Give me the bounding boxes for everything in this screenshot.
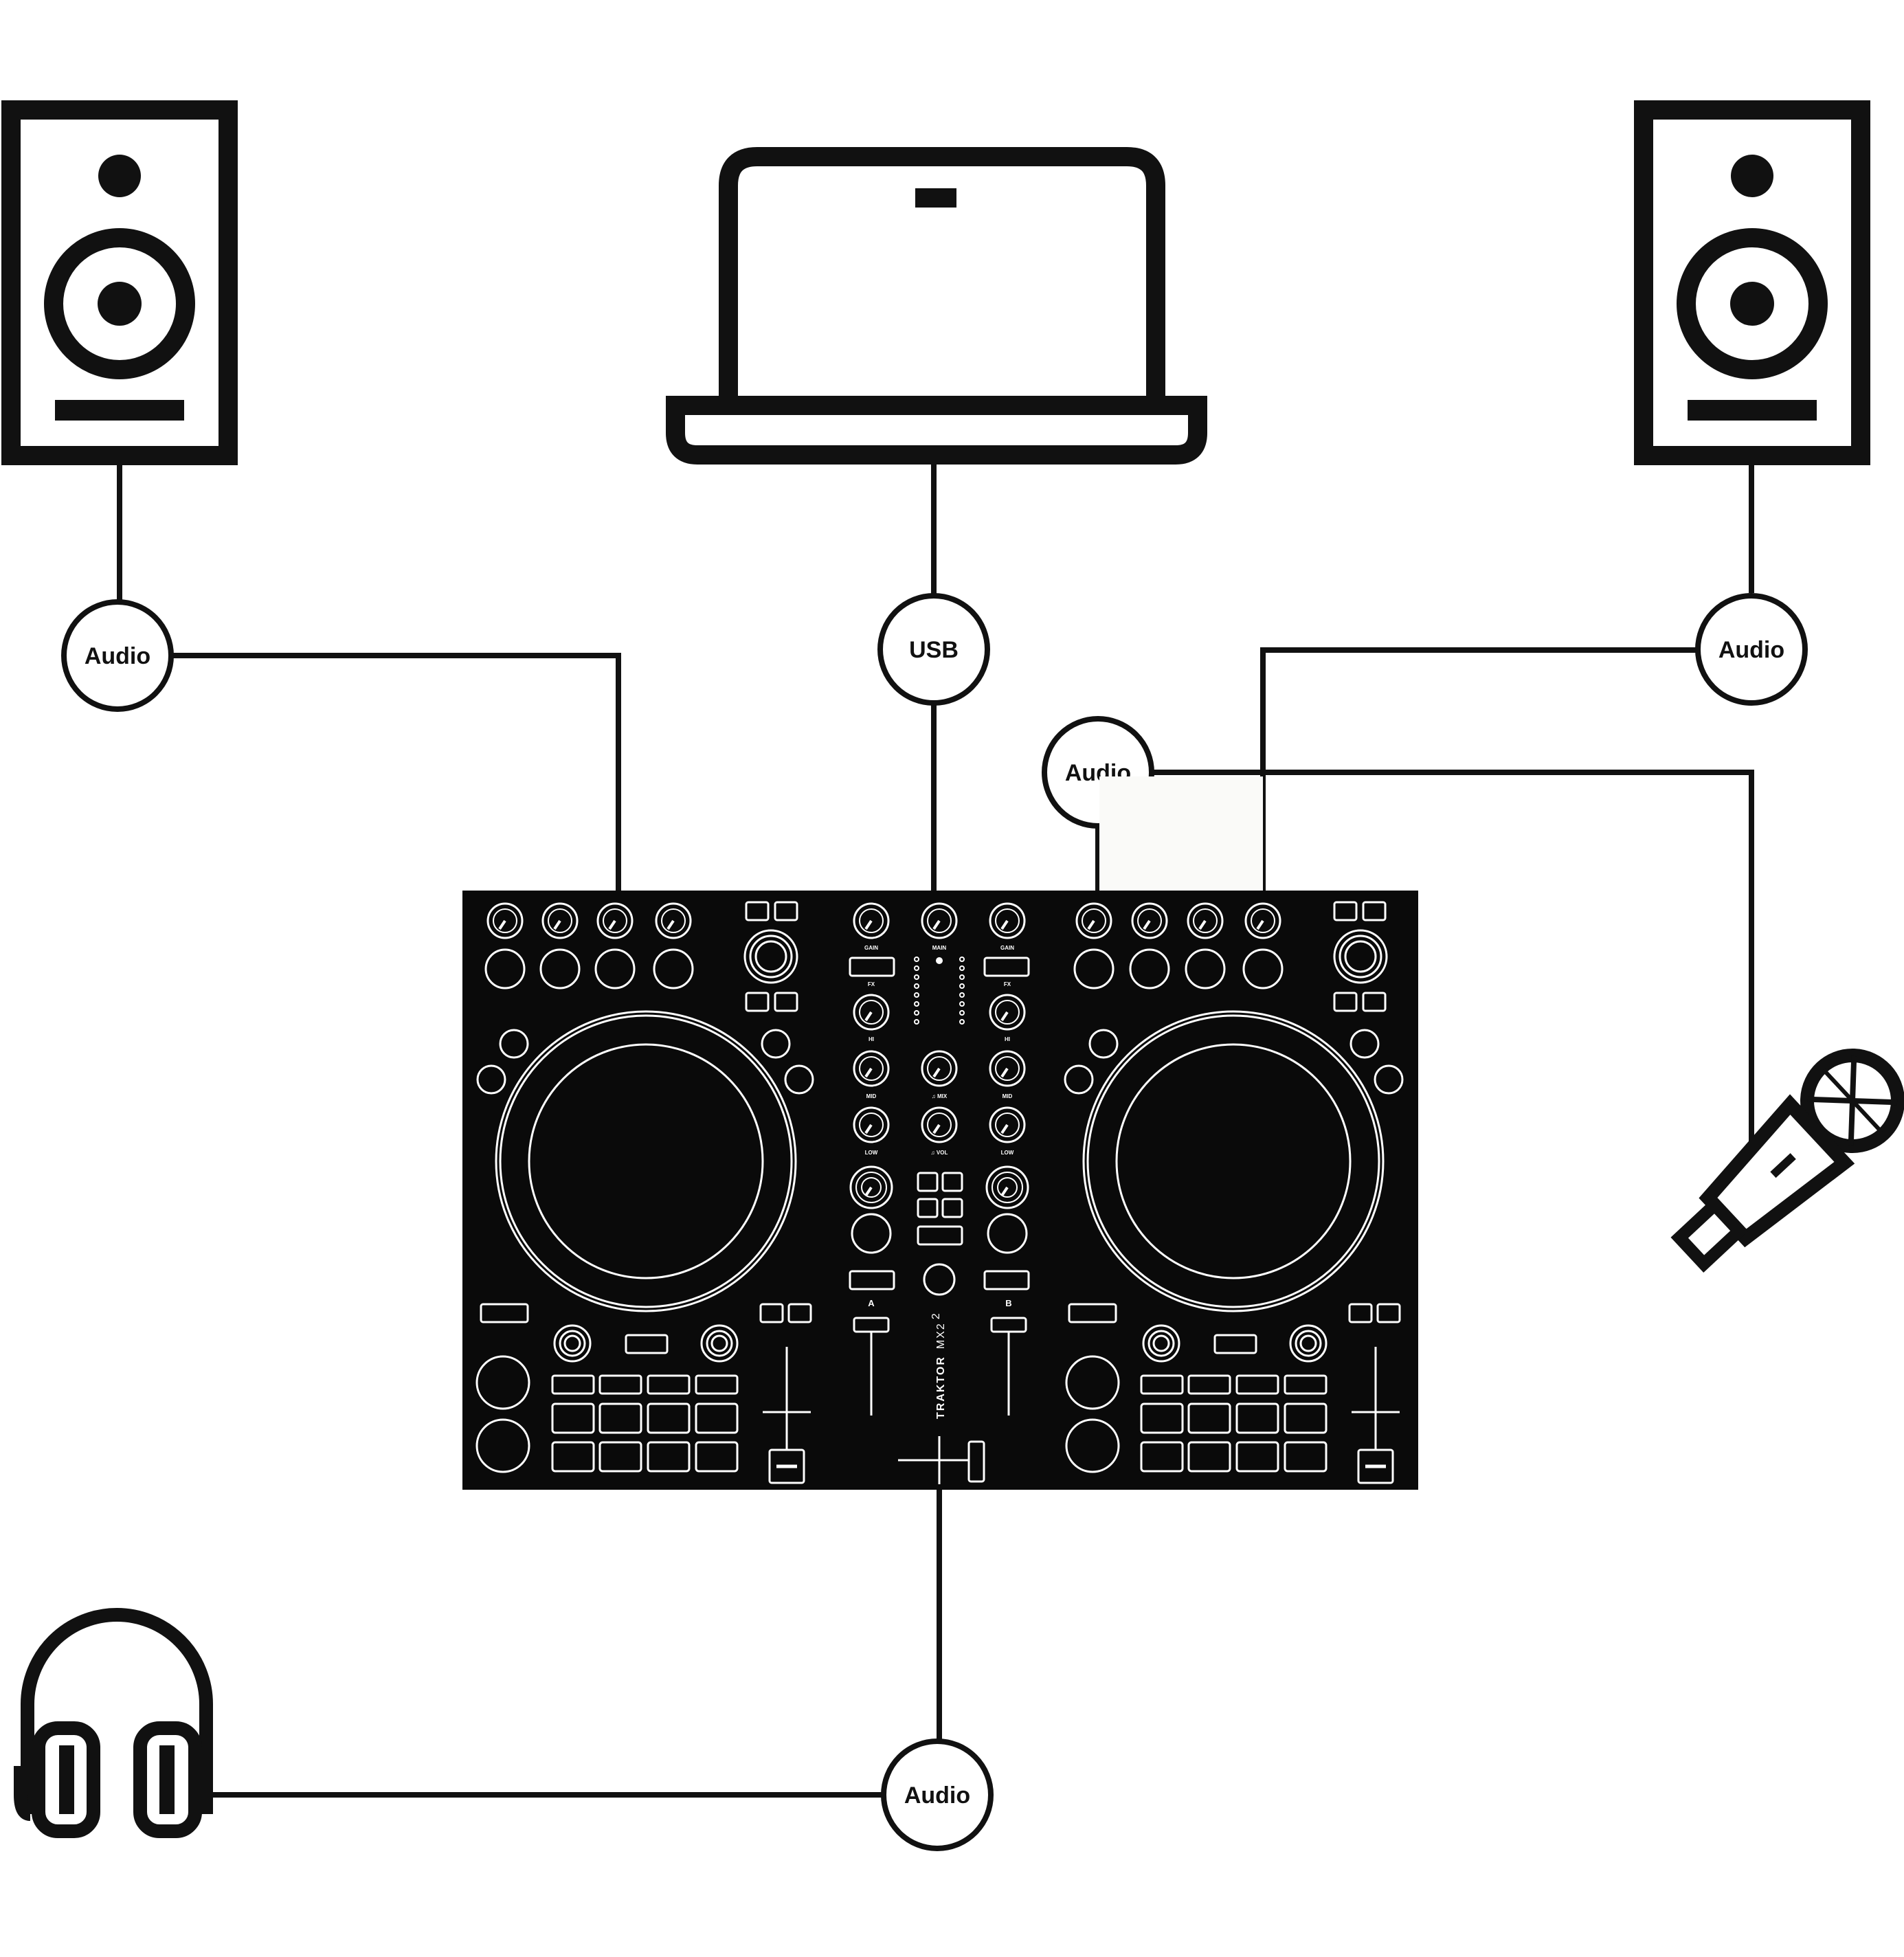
brand-model-suffix: 2 [930, 1312, 942, 1319]
laptop-icon [666, 147, 1207, 465]
mixer-filter-knobs [849, 1165, 1029, 1254]
right-transport [1065, 1303, 1401, 1473]
left-fx-knobs [486, 902, 692, 939]
connection-lines [117, 464, 1754, 1798]
label-mid-left: MID [866, 1093, 877, 1099]
mixer-crossfader [898, 1436, 985, 1484]
label-deck-a: A [868, 1298, 875, 1308]
left-tempo-fader [763, 1347, 811, 1484]
mixer-gain-knobs [853, 902, 1026, 939]
mixer-center-buttons [917, 1172, 963, 1296]
node-headphones: Audio [881, 1738, 994, 1851]
node-label-speaker-left: Audio [85, 643, 150, 669]
left-pads [551, 1374, 739, 1473]
right-browse-encoder [1333, 901, 1388, 1012]
controller-top-notch [1099, 776, 1263, 891]
right-fx-knobs [1075, 902, 1281, 939]
label-cue-mix: ♫ MIX [932, 1093, 948, 1099]
label-hi-right: HI [1005, 1036, 1010, 1042]
label-low-left: LOW [865, 1150, 878, 1156]
label-mid-right: MID [1003, 1093, 1013, 1099]
right-tempo-fader [1352, 1347, 1400, 1484]
node-usb: USB [877, 593, 990, 706]
right-jog-wheel [1064, 1010, 1404, 1312]
mixer-channel-faders [853, 1317, 1027, 1416]
mixer-meters [914, 957, 965, 1025]
speaker-icon [1, 100, 238, 465]
line-mic-to-controller [1152, 770, 1754, 1154]
node-speaker-right: Audio [1695, 593, 1808, 706]
label-fx-right: FX [1004, 981, 1011, 987]
controller-brand: TRAKTOR MX2 2 [930, 1312, 947, 1419]
node-label-headphones: Audio [904, 1782, 970, 1809]
label-hi-left: HI [869, 1036, 874, 1042]
left-browse-encoder [743, 901, 798, 1012]
node-label-usb: USB [909, 637, 959, 663]
label-deck-b: B [1005, 1298, 1011, 1308]
label-low-right: LOW [1001, 1150, 1014, 1156]
label-cue-vol: ♫ VOL [931, 1150, 948, 1156]
brand-model: MX2 [935, 1322, 947, 1349]
label-main: MAIN [932, 945, 947, 951]
label-fx-left: FX [868, 981, 875, 987]
node-speaker-left: Audio [61, 599, 174, 712]
node-label-speaker-right: Audio [1718, 637, 1784, 663]
left-transport [475, 1303, 812, 1473]
mixer-cue-buttons [849, 1270, 1030, 1290]
mixer-eq-knobs [853, 994, 1026, 1143]
brand-name: TRAKTOR [935, 1356, 947, 1419]
speaker-icon [1634, 100, 1870, 465]
label-gain-right: GAIN [1000, 945, 1014, 951]
label-gain-left: GAIN [864, 945, 878, 951]
microphone-icon [1670, 1049, 1904, 1273]
svg-text:TRAKTOR MX2 2: TRAKTOR MX2 2 [930, 1312, 947, 1419]
headphones-icon [14, 1608, 213, 1838]
right-fx-buttons [1073, 948, 1284, 989]
mixer-fx-buttons [849, 957, 1030, 977]
left-fx-buttons [484, 948, 694, 989]
dj-controller-icon: GAIN MAIN GAIN FX FX HI HI MID ♫ MIX MID… [462, 776, 1418, 1490]
right-pads [1140, 1374, 1328, 1473]
line-speaker-left-to-controller [172, 653, 621, 893]
left-jog-wheel [476, 1010, 814, 1312]
